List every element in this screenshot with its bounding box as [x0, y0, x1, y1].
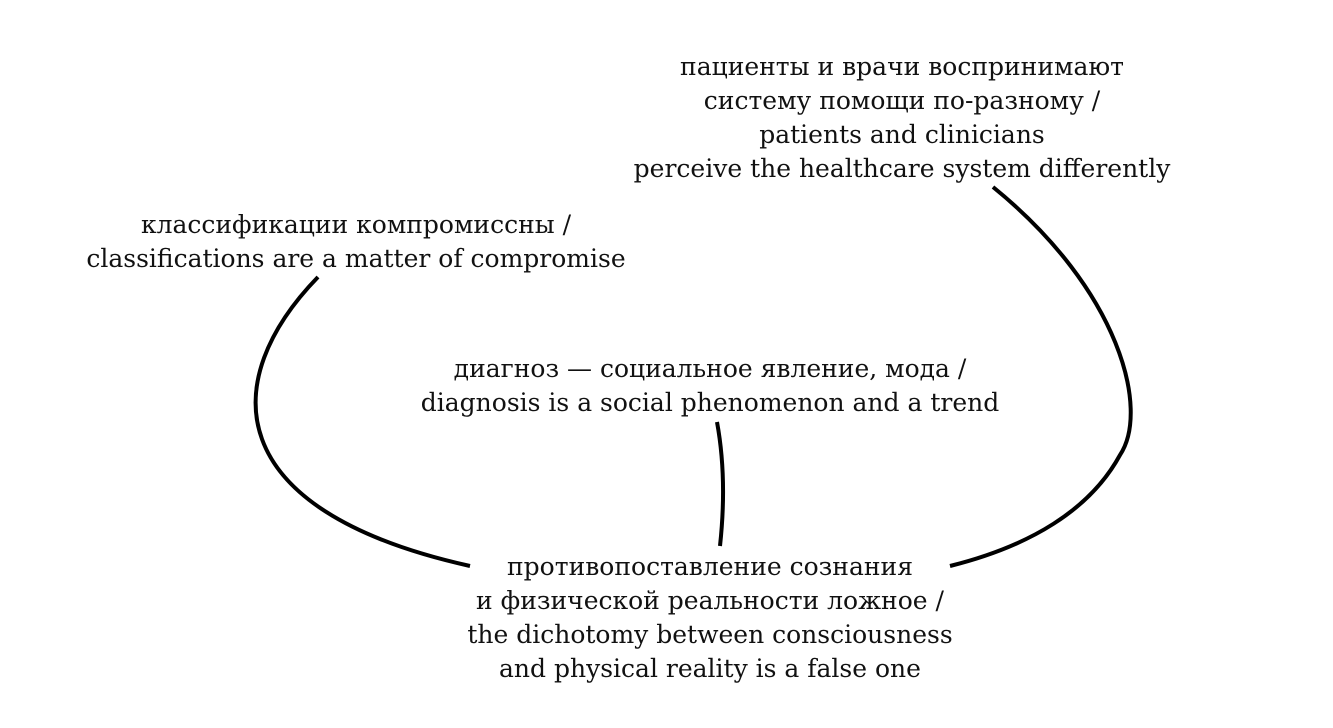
node-patients-line-2: систему помощи по-разному / — [703, 86, 1101, 115]
node-patients-line-1: пациенты и врачи воспринимают — [680, 52, 1124, 81]
edge-classifications-to-dichotomy — [253, 275, 471, 568]
node-dichotomy-line-2: и физической реальности ложное / — [476, 586, 944, 615]
node-classifications-line-1: классификации компромиссны / — [140, 210, 572, 239]
node-dichotomy: противопоставление сознания и физической… — [430, 550, 990, 686]
node-patients-clinicians: пациенты и врачи воспринимают систему по… — [622, 50, 1182, 186]
edge-diagnosis-to-dichotomy — [715, 421, 726, 547]
node-dichotomy-line-3: the dichotomy between consciousness — [467, 620, 953, 649]
node-patients-line-4: perceive the healthcare system different… — [633, 154, 1171, 183]
node-dichotomy-line-4: and physical reality is a false one — [499, 654, 921, 683]
node-diagnosis-line-2: diagnosis is a social phenomenon and a t… — [420, 388, 1000, 417]
node-diagnosis: диагноз — социальное явление, мода / dia… — [400, 352, 1020, 420]
node-classifications: классификации компромиссны / classificat… — [76, 208, 636, 276]
node-patients-line-3: patients and clinicians — [759, 120, 1045, 149]
node-dichotomy-line-1: противопоставление сознания — [507, 552, 913, 581]
edge-patients-to-dichotomy — [949, 185, 1133, 568]
node-diagnosis-line-1: диагноз — социальное явление, мода / — [453, 354, 967, 383]
node-classifications-line-2: classifications are a matter of compromi… — [86, 244, 626, 273]
